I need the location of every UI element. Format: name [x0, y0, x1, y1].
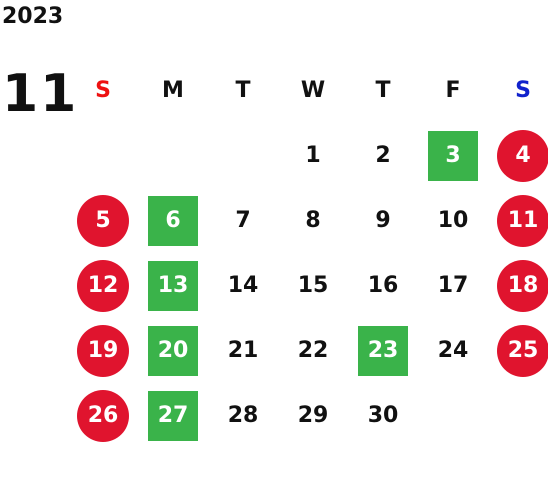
day-number: 3 — [445, 143, 461, 168]
day-cell[interactable]: 27 — [138, 383, 208, 448]
empty-day-cell — [68, 123, 138, 188]
day-number: 23 — [367, 338, 399, 363]
day-number: 10 — [437, 208, 469, 233]
day-number: 29 — [297, 403, 329, 428]
day-number: 7 — [235, 208, 251, 233]
day-cell[interactable]: 17 — [418, 253, 488, 318]
day-cell[interactable]: 15 — [278, 253, 348, 318]
day-cell[interactable]: 8 — [278, 188, 348, 253]
day-number: 12 — [87, 273, 119, 298]
day-cell[interactable]: 3 — [418, 123, 488, 188]
day-cell[interactable]: 7 — [208, 188, 278, 253]
day-cell[interactable]: 4 — [488, 123, 548, 188]
weekday-header: S — [95, 78, 111, 103]
day-number: 28 — [227, 403, 259, 428]
day-cell[interactable]: 1 — [278, 123, 348, 188]
weekday-header: W — [300, 78, 326, 103]
day-number: 8 — [305, 208, 321, 233]
day-number: 20 — [157, 338, 189, 363]
day-cell[interactable]: 9 — [348, 188, 418, 253]
year-label: 2023 — [2, 4, 64, 29]
day-cell[interactable]: 10 — [418, 188, 488, 253]
day-cell[interactable]: 29 — [278, 383, 348, 448]
day-number: 4 — [515, 143, 531, 168]
day-cell[interactable]: 20 — [138, 318, 208, 383]
day-number: 6 — [165, 208, 181, 233]
day-number: 15 — [297, 273, 329, 298]
day-cell[interactable]: 21 — [208, 318, 278, 383]
day-number: 5 — [95, 208, 111, 233]
weekday-header: S — [515, 78, 531, 103]
weekday-header: F — [445, 78, 461, 103]
day-number: 2 — [375, 143, 391, 168]
day-number: 25 — [507, 338, 539, 363]
day-cell[interactable]: 19 — [68, 318, 138, 383]
day-cell[interactable]: 6 — [138, 188, 208, 253]
day-number: 24 — [437, 338, 469, 363]
day-number: 21 — [227, 338, 259, 363]
day-number: 17 — [437, 273, 469, 298]
day-cell[interactable]: 14 — [208, 253, 278, 318]
day-cell[interactable]: 5 — [68, 188, 138, 253]
day-cell[interactable]: 26 — [68, 383, 138, 448]
empty-day-cell — [138, 123, 208, 188]
day-number: 14 — [227, 273, 259, 298]
empty-day-cell — [208, 123, 278, 188]
day-cell[interactable]: 13 — [138, 253, 208, 318]
day-number: 22 — [297, 338, 329, 363]
day-cell[interactable]: 16 — [348, 253, 418, 318]
day-cell[interactable]: 11 — [488, 188, 548, 253]
day-number: 13 — [157, 273, 189, 298]
day-cell[interactable]: 18 — [488, 253, 548, 318]
day-cell[interactable]: 24 — [418, 318, 488, 383]
day-number: 1 — [305, 143, 321, 168]
day-number: 26 — [87, 403, 119, 428]
day-number: 9 — [375, 208, 391, 233]
weekday-header: T — [375, 78, 391, 103]
day-number: 16 — [367, 273, 399, 298]
month-label: 11 — [2, 64, 79, 124]
day-cell[interactable]: 25 — [488, 318, 548, 383]
day-cell[interactable]: 28 — [208, 383, 278, 448]
day-cell[interactable]: 2 — [348, 123, 418, 188]
day-number: 30 — [367, 403, 399, 428]
weekday-header: M — [162, 78, 184, 103]
day-cell[interactable]: 23 — [348, 318, 418, 383]
day-cell[interactable]: 30 — [348, 383, 418, 448]
day-number: 27 — [157, 403, 189, 428]
day-number: 18 — [507, 273, 539, 298]
day-number: 19 — [87, 338, 119, 363]
day-cell[interactable]: 22 — [278, 318, 348, 383]
weekday-header: T — [235, 78, 251, 103]
day-cell[interactable]: 12 — [68, 253, 138, 318]
day-number: 11 — [507, 208, 539, 233]
